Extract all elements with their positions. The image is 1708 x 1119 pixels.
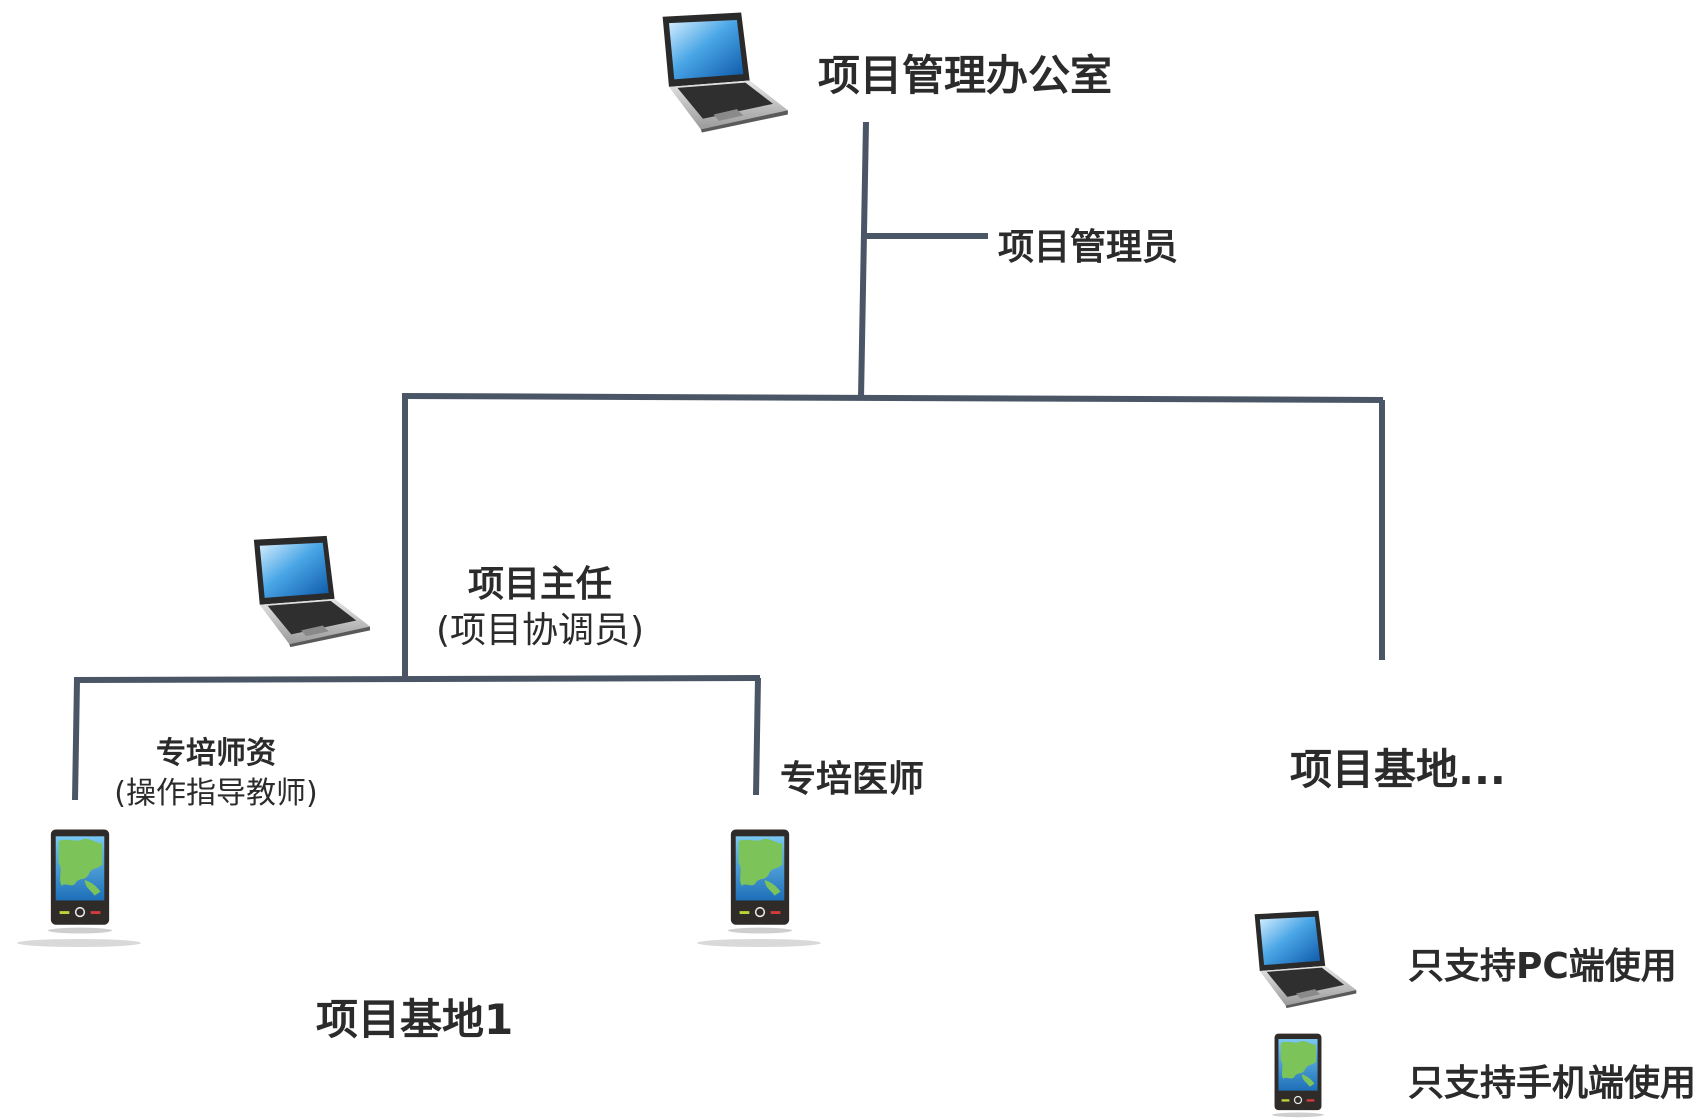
legend-laptop-icon xyxy=(1246,910,1358,1008)
director-label: 项目主任 xyxy=(467,564,612,605)
director-sublabel: (项目协调员) xyxy=(435,610,645,651)
connector-office-trunk xyxy=(858,121,869,399)
faculty-phone-icon xyxy=(17,823,141,947)
connector-lower-horizontal xyxy=(73,675,761,683)
connector-top-horizontal xyxy=(401,393,1384,403)
base-more-label: 项目基地... xyxy=(1290,745,1506,794)
faculty-label: 专培师资 xyxy=(156,736,276,771)
admin-label: 项目管理员 xyxy=(998,227,1179,268)
physician-label: 专培医师 xyxy=(780,759,925,800)
physician-phone-icon xyxy=(697,823,821,947)
connector-physician-down xyxy=(753,677,761,796)
office-laptop-icon xyxy=(652,8,790,136)
director-laptop-icon xyxy=(244,535,372,647)
office-label: 项目管理办公室 xyxy=(818,51,1113,100)
director-label-group: 项目主任 (项目协调员) xyxy=(425,562,655,654)
legend-mobile-label: 只支持手机端使用 xyxy=(1408,1063,1697,1104)
legend-pc-label: 只支持PC端使用 xyxy=(1408,946,1677,987)
connector-faculty-down xyxy=(72,679,80,801)
faculty-label-group: 专培师资 (操作指导教师) xyxy=(96,734,336,814)
faculty-sublabel: (操作指导教师) xyxy=(114,776,318,811)
legend-phone-icon xyxy=(1268,1032,1328,1118)
base1-label: 项目基地1 xyxy=(316,995,514,1044)
